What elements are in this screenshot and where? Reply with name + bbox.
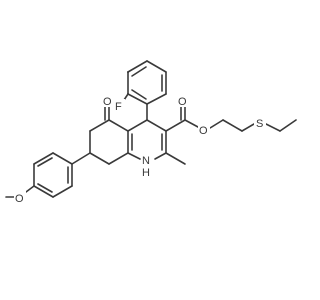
bond xyxy=(146,60,167,73)
cyclohexanone-ring xyxy=(89,105,129,165)
bond xyxy=(127,152,141,160)
bond xyxy=(89,119,110,132)
bond xyxy=(265,123,281,132)
bond xyxy=(131,66,147,77)
molecule-canvas: F O O O S N H O xyxy=(5,60,297,205)
ester-carbonyl-oxygen-label: O xyxy=(178,96,187,108)
bond xyxy=(127,119,148,132)
bond xyxy=(71,152,91,165)
nitrogen-hydrogen-label: H xyxy=(142,167,150,179)
bond xyxy=(222,119,243,132)
bond xyxy=(241,123,255,132)
fluorophenyl-ring xyxy=(127,60,167,105)
bond xyxy=(131,89,147,100)
bond xyxy=(146,119,167,132)
bond xyxy=(89,152,110,165)
bond xyxy=(52,185,73,198)
bond xyxy=(184,119,199,128)
ester-ether-oxygen-label: O xyxy=(199,125,208,137)
bond xyxy=(37,183,53,193)
bond xyxy=(127,60,148,73)
dihydropyridine-ring xyxy=(127,103,167,160)
bond xyxy=(108,152,129,165)
ketone-oxygen-label: O xyxy=(103,96,112,108)
bond xyxy=(146,93,167,105)
nitrogen-label: N xyxy=(142,155,150,167)
bond xyxy=(37,157,53,167)
fluorine-label: F xyxy=(115,101,122,113)
bond xyxy=(108,119,129,132)
bond xyxy=(165,119,186,132)
bond xyxy=(25,185,35,193)
bond xyxy=(52,152,73,165)
bond xyxy=(279,119,297,132)
sulfur-label: S xyxy=(256,118,263,130)
atom-labels: F O O O S N H O xyxy=(14,94,266,205)
methoxy-oxygen-label: O xyxy=(15,193,24,205)
bond xyxy=(127,93,148,105)
bond xyxy=(33,185,54,198)
bond xyxy=(154,152,167,160)
bond xyxy=(209,119,224,129)
methyl-bond xyxy=(165,152,186,165)
methoxyphenyl-ring xyxy=(5,152,91,198)
ester-chain xyxy=(165,105,297,132)
bond xyxy=(33,152,54,165)
structure-diagram: F O O O S N H O xyxy=(5,60,297,205)
